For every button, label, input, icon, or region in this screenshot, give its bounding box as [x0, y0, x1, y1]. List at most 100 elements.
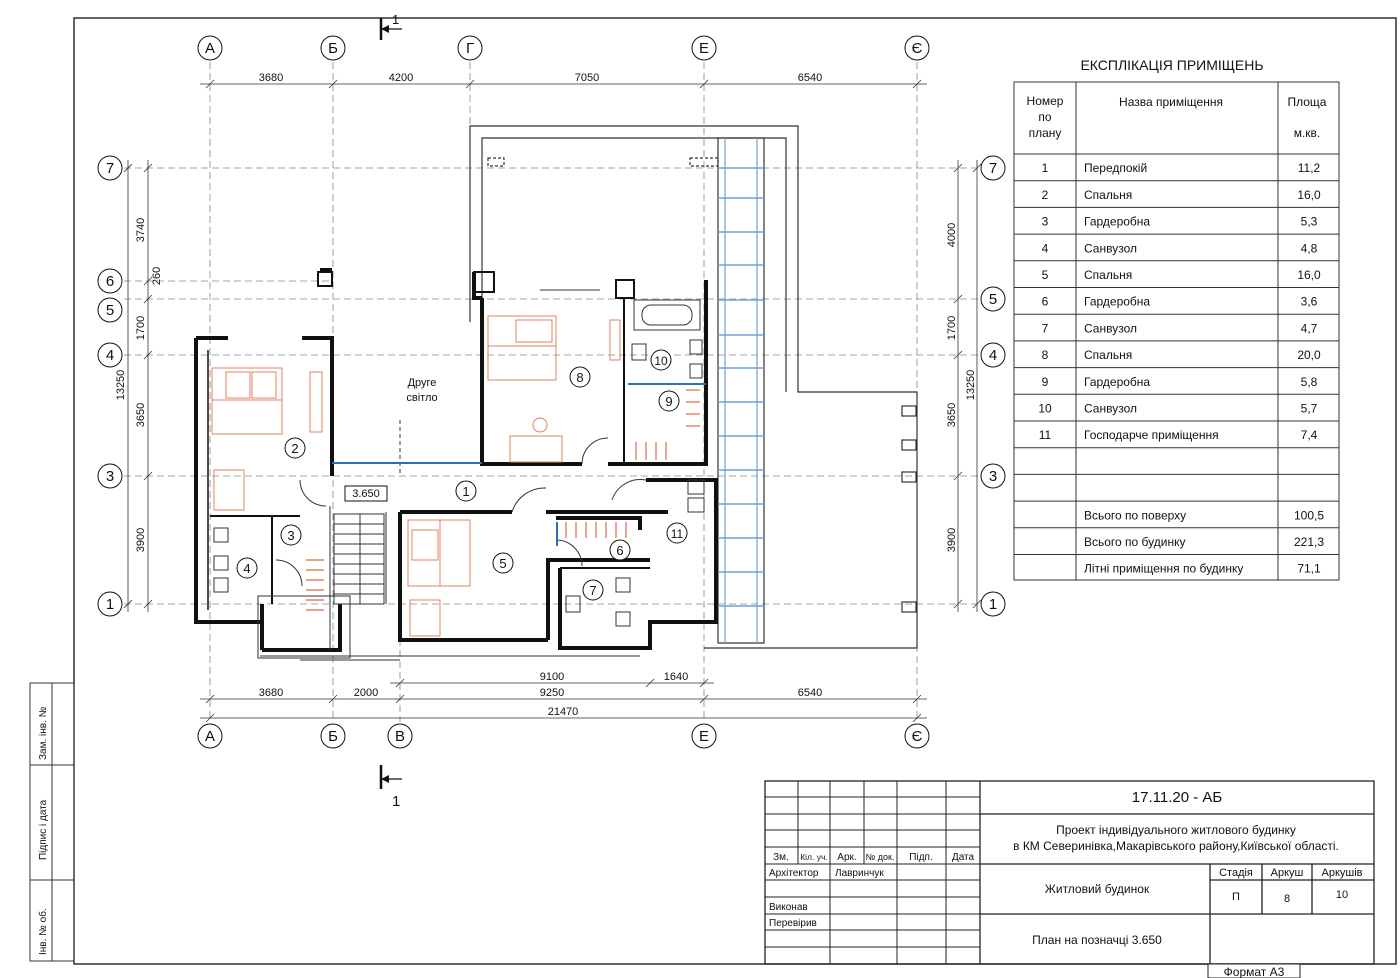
svg-text:Є: Є	[912, 40, 923, 57]
table-cell-number: 1	[1042, 161, 1049, 175]
dim-top-3: 7050	[575, 72, 599, 84]
explication-title: ЕКСПЛІКАЦІЯ ПРИМІЩЕНЬ	[1080, 57, 1263, 73]
table-total-value: 71,1	[1297, 562, 1321, 576]
table-cell-area: 5,3	[1301, 215, 1318, 229]
svg-text:1: 1	[989, 596, 997, 613]
svg-text:А: А	[205, 40, 215, 57]
dim-bottom-inner-2: 1640	[664, 671, 688, 683]
table-cell-area: 5,7	[1301, 401, 1318, 415]
dim-left-4: 3650	[135, 403, 147, 427]
axis-bubble-top-B: Б	[320, 35, 346, 61]
dim-left-3: 1700	[135, 316, 147, 340]
table-total-value: 100,5	[1294, 508, 1324, 522]
svg-text:Б: Б	[328, 40, 338, 57]
col-header-change: Зм.	[773, 852, 789, 863]
axis-bubble-top-YE: Є	[904, 35, 930, 61]
svg-text:1: 1	[392, 12, 399, 27]
role-architect: Архітектор	[769, 868, 819, 879]
project-title-line-2: в КМ Северинівка,Макарівського району,Ки…	[1013, 839, 1339, 853]
building-name: Житловий будинок	[1045, 882, 1150, 896]
table-cell-room-name: Санвузол	[1084, 401, 1137, 415]
format-label: Формат А3	[1207, 963, 1301, 978]
dim-top-2: 4200	[389, 72, 413, 84]
svg-text:5: 5	[499, 556, 506, 571]
axis-bubble-right-5: 5	[980, 286, 1006, 312]
svg-text:1: 1	[392, 793, 400, 810]
terrace-outline	[469, 125, 918, 649]
axis-bubble-right-1: 1	[980, 591, 1006, 617]
axis-bubble-top-A: А	[197, 35, 223, 61]
side-stamp-label-1: Зам. інв. №	[38, 706, 49, 760]
table-cell-area: 16,0	[1297, 188, 1321, 202]
axis-bubble-right-4: 4	[980, 342, 1006, 368]
svg-text:3.650: 3.650	[352, 488, 380, 500]
header-number-1: Номер	[1027, 94, 1064, 108]
dim-bottom-mid-3: 9250	[540, 687, 564, 699]
axis-bubble-left-5: 5	[97, 297, 123, 323]
dimension-line-bottom	[200, 678, 927, 723]
table-cell-room-name: Гардеробна	[1084, 295, 1150, 309]
table-cell-room-name: Спальня	[1084, 188, 1132, 202]
table-cell-area: 20,0	[1297, 348, 1321, 362]
void-label-2: світло	[406, 392, 437, 404]
section-mark-bottom: 1	[379, 765, 402, 810]
table-cell-area: 7,4	[1301, 428, 1318, 442]
room-tag-1: 1	[455, 480, 477, 502]
table-cell-number: 10	[1038, 401, 1052, 415]
bed-room-5	[407, 519, 471, 637]
section-mark-top: 1	[379, 12, 402, 40]
glazing-lines	[332, 383, 706, 546]
bathtub	[633, 299, 701, 331]
svg-text:В: В	[395, 728, 405, 745]
room-tag-7: 7	[582, 579, 604, 601]
dim-bottom-mid-4: 6540	[798, 687, 822, 699]
dim-right-1: 4000	[946, 223, 958, 247]
sheet-frame	[73, 17, 1397, 965]
bed-room-2	[211, 367, 323, 511]
axis-bubble-bottom-YE: Є	[904, 723, 930, 749]
table-total-label: Всього по поверху	[1084, 508, 1186, 522]
sanitary-fixtures	[213, 339, 705, 627]
dim-left-5: 3900	[135, 528, 147, 552]
axis-bubble-right-7: 7	[980, 155, 1006, 181]
side-stamp-label-2: Підпис і дата	[38, 799, 49, 860]
pergola-slats	[717, 137, 765, 644]
col-header-sign: Підп.	[909, 852, 932, 863]
svg-text:Е: Е	[699, 728, 709, 745]
void-label-1: Друге	[408, 377, 437, 389]
axis-bubble-left-6: 6	[97, 268, 123, 294]
svg-text:7: 7	[989, 160, 997, 177]
axis-bubble-left-3: 3	[97, 463, 123, 489]
header-area-1: Площа	[1288, 95, 1327, 109]
axis-bubble-bottom-B: Б	[320, 723, 346, 749]
svg-text:6: 6	[106, 273, 114, 290]
side-stamp	[29, 682, 75, 962]
table-cell-room-name: Гардеробна	[1084, 215, 1150, 229]
room-tag-2: 2	[284, 437, 306, 459]
header-area-2: м.кв.	[1294, 126, 1321, 140]
room-tag-9: 9	[658, 390, 680, 412]
axis-bubble-bottom-A: А	[197, 723, 223, 749]
svg-text:7: 7	[106, 160, 114, 177]
room-tag-5: 5	[492, 552, 514, 574]
table-cell-area: 4,8	[1301, 241, 1318, 255]
sheets-label: Аркушів	[1321, 867, 1362, 879]
table-cell-area: 3,6	[1301, 295, 1318, 309]
svg-text:6: 6	[616, 543, 623, 558]
axis-bubble-top-G: Г	[457, 35, 483, 61]
table-cell-number: 7	[1042, 321, 1049, 335]
sheets-value: 10	[1336, 889, 1348, 901]
dim-bottom-total: 21470	[548, 706, 579, 718]
svg-text:3: 3	[287, 528, 294, 543]
table-cell-number: 4	[1042, 241, 1049, 255]
room-tag-11: 11	[666, 522, 688, 544]
plan-thin-lines	[257, 289, 647, 661]
col-header-count: Кіл. уч.	[800, 852, 828, 862]
sheet-title: План на позначці 3.650	[1032, 933, 1162, 947]
svg-text:3: 3	[989, 468, 997, 485]
svg-text:А: А	[205, 728, 215, 745]
axis-bubble-left-7: 7	[97, 155, 123, 181]
axis-bubble-right-3: 3	[980, 463, 1006, 489]
